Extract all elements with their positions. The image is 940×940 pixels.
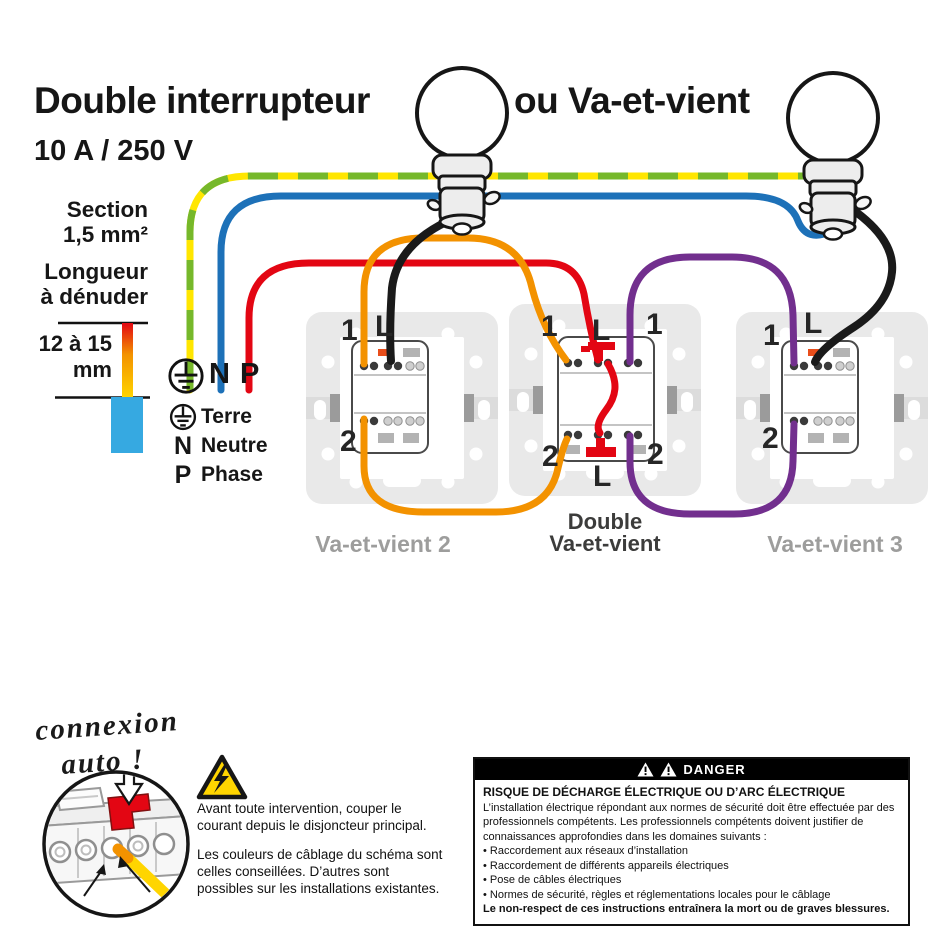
terminal-label: 1 (541, 310, 558, 343)
auto-connect-inset (42, 770, 190, 918)
safety-alert-icon (637, 762, 654, 777)
caption-middle-line1: Double (567, 509, 643, 534)
caption-switch-left: Va-et-vient 2 (315, 531, 451, 557)
traveller-wire-purple-bottom (626, 420, 798, 518)
danger-body: RISQUE DE DÉCHARGE ÉLECTRIQUE OU D’ARC É… (475, 780, 908, 924)
rating-label: 10 A / 250 V (34, 135, 194, 167)
terminal-label: L (375, 310, 393, 343)
legend-row-terre: Terre (168, 403, 268, 431)
bulb-icon (415, 66, 509, 160)
bulb-icon (786, 71, 880, 165)
bare-copper-wire (122, 323, 133, 398)
traveller-wire-orange-top (360, 234, 570, 368)
terminal-label: 2 (542, 440, 559, 473)
cut-power-note: Avant toute intervention, couper le cour… (197, 801, 427, 834)
danger-header: DANGER (475, 759, 908, 780)
lamp-1 (415, 66, 509, 236)
phase-wire (245, 259, 602, 394)
phase-jumper (581, 342, 619, 457)
legend-terre-label: Terre (201, 405, 252, 428)
strip-range: 12 à 15 mm (20, 331, 112, 383)
danger-bullet: Raccordement aux réseaux d’installation (483, 844, 900, 859)
safety-notes: Avant toute intervention, couper le cour… (197, 800, 449, 908)
terminal-label: L (592, 314, 610, 347)
supply-label-neutral: N (209, 358, 230, 390)
page-title-left: Double interrupteur (34, 80, 370, 121)
danger-header-label: DANGER (683, 762, 746, 777)
neutral-wire (217, 192, 836, 394)
jumper-connector-top (581, 342, 615, 361)
strip-label-line1: Longueur (44, 259, 148, 284)
terminal-label: 2 (762, 422, 779, 455)
danger-footer: Le non-respect de ces instructions entra… (483, 903, 890, 916)
supply-label-phase: P (240, 358, 260, 390)
terminal-label: 2 (340, 425, 357, 458)
danger-intro: L’installation électrique répondant aux … (483, 801, 895, 843)
wire-legend: Terre N Neutre P Phase (168, 403, 268, 489)
earth-wire-stripes (186, 172, 806, 390)
section-value: 1,5 mm² (62, 222, 148, 248)
switch-middle-plate (509, 304, 701, 496)
terminal-label: L (804, 307, 822, 340)
lamp1-switched-wire-black (386, 218, 450, 365)
strip-range-value: 12 à 15 (38, 331, 112, 356)
lamp-2 (786, 71, 880, 241)
caption-switch-middle: Double Va-et-vient (505, 511, 705, 555)
legend-row-neutre: N Neutre (168, 431, 268, 460)
legend-neutre-label: Neutre (201, 434, 268, 457)
page-title-right: ou Va-et-vient (514, 80, 750, 121)
danger-bullet: Normes de sécurité, règles et réglementa… (483, 888, 900, 903)
strip-label-line2: à dénuder (40, 284, 148, 310)
wire-section-spec: Section 1,5 mm² (20, 197, 148, 247)
strip-unit: mm (72, 356, 112, 382)
danger-title: RISQUE DE DÉCHARGE ÉLECTRIQUE OU D’ARC É… (483, 785, 846, 799)
legend-n-symbol: N (173, 431, 193, 460)
press-arrow-icon (113, 774, 145, 807)
safety-alert-icon (660, 762, 677, 777)
danger-bullet: Raccordement de différents appareils éle… (483, 859, 900, 874)
terminal-label: 1 (646, 308, 663, 341)
push-release-lever (107, 793, 151, 831)
terminal-label: L (593, 460, 611, 493)
strip-length-spec: Longueur à dénuder (20, 259, 148, 309)
legend-p-symbol: P (174, 460, 192, 489)
danger-box: DANGER RISQUE DE DÉCHARGE ÉLECTRIQUE OU … (473, 757, 910, 926)
jumper-connector-bottom (586, 438, 616, 457)
wire-insulation (111, 397, 143, 453)
danger-bullet: Pose de câbles électriques (483, 873, 900, 888)
colors-note: Les couleurs de câblage du schéma sont c… (197, 846, 443, 897)
earth-icon (168, 358, 204, 394)
handwritten-note-line1: connexion (34, 705, 180, 747)
danger-bullet-list: Raccordement aux réseaux d’installation … (483, 844, 900, 902)
lamp2-switched-wire-black (811, 208, 897, 366)
traveller-wire-orange-bottom (360, 415, 571, 516)
earth-icon (169, 403, 197, 431)
section-label: Section (66, 197, 148, 222)
strip-length-illustration (55, 321, 150, 453)
electric-warning-icon (196, 754, 248, 800)
traveller-wire-purple-top (626, 253, 798, 367)
legend-phase-label: Phase (201, 463, 263, 486)
legend-row-phase: P Phase (168, 460, 268, 489)
terminal-label: 1 (341, 314, 358, 347)
terminal-label: 1 (763, 319, 780, 352)
caption-switch-right: Va-et-vient 3 (767, 531, 903, 557)
caption-middle-line2: Va-et-vient (549, 531, 661, 556)
terminal-label: 2 (647, 438, 664, 471)
switch-left-plate (306, 312, 498, 504)
